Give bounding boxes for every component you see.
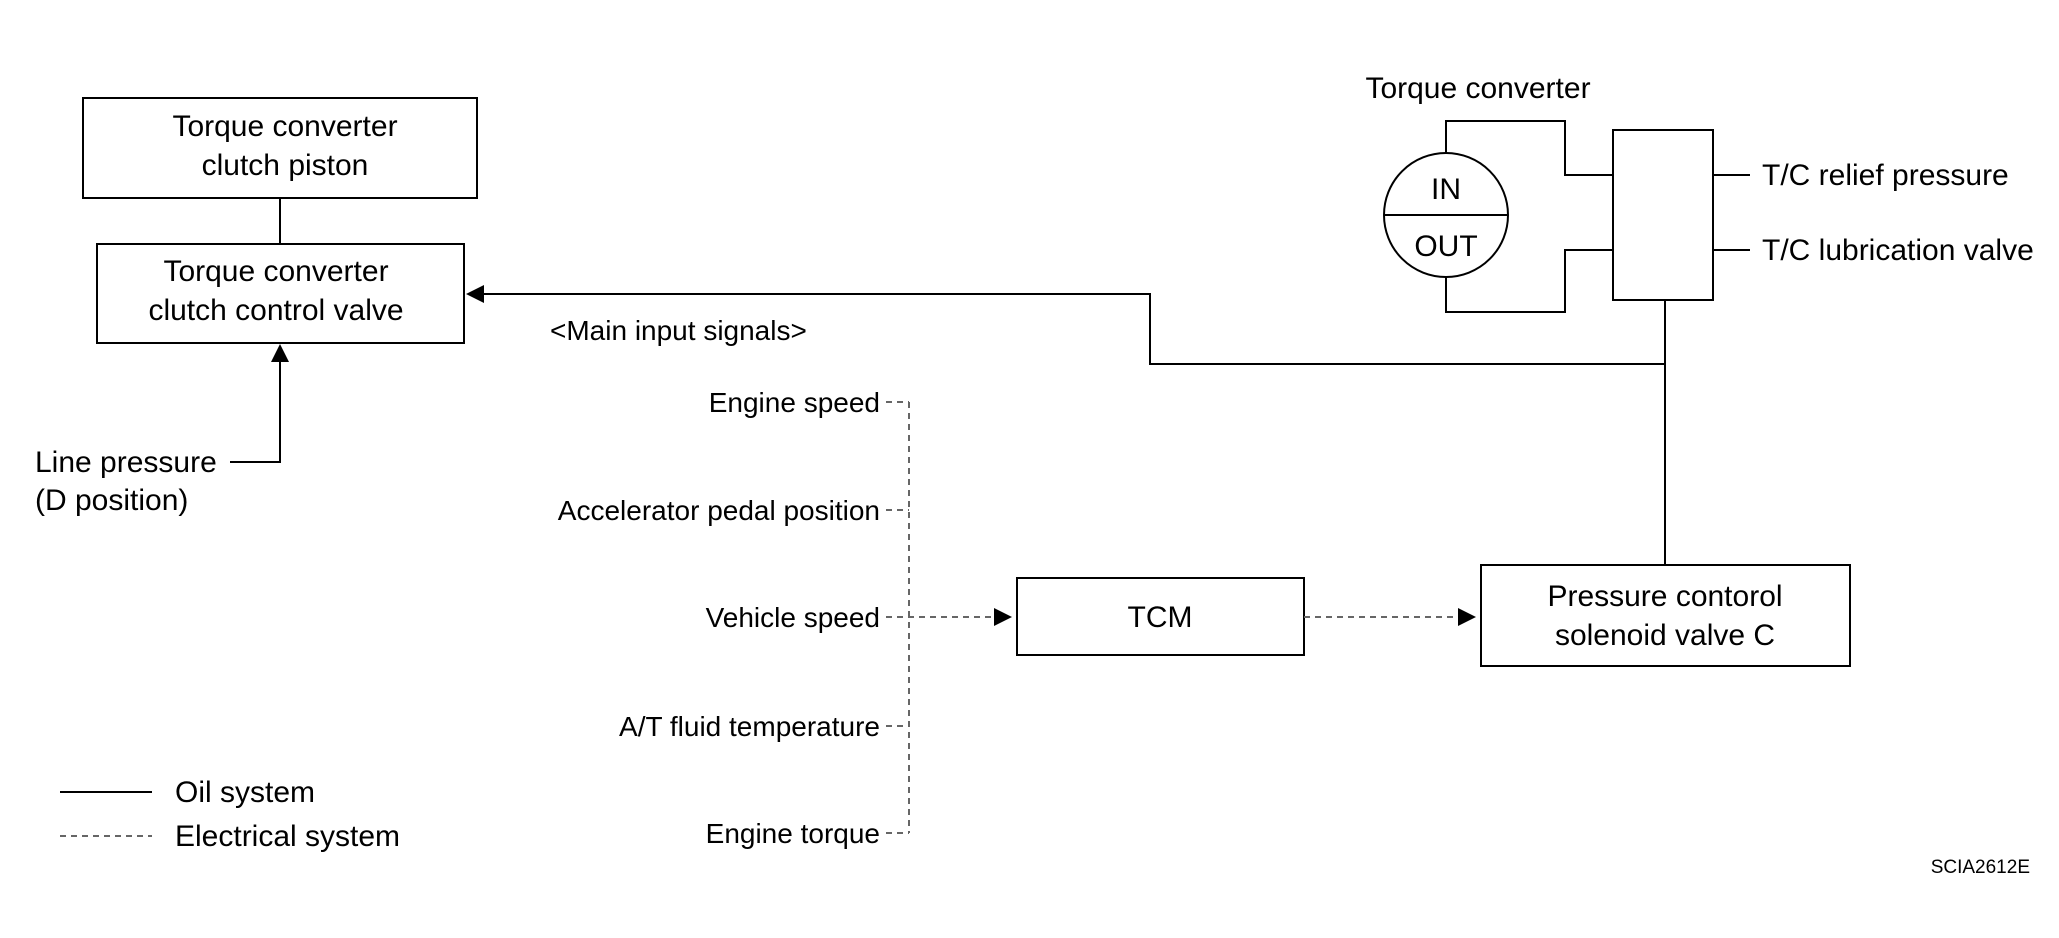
tcm-arrowhead [994, 608, 1012, 626]
tcm-label: TCM [1128, 601, 1193, 634]
clutch-control-valve-label-line-1: Torque converter [163, 255, 388, 288]
pressure-control-solenoid-box: Pressure contorol solenoid valve C [1480, 564, 1851, 667]
figure-code: SCIA2612E [1931, 857, 2030, 878]
signal-vehicle-speed: Vehicle speed [706, 602, 880, 633]
signal-engine-torque: Engine torque [706, 818, 880, 849]
tcm-box: TCM [1016, 577, 1305, 656]
clutch-piston-label-line-2: clutch piston [202, 149, 369, 182]
torque-converter-circle: IN OUT [1383, 152, 1509, 278]
signal-fluid-temperature: A/T fluid temperature [619, 711, 880, 742]
line-pressure-label: Line pressure [35, 446, 217, 479]
converter-out-line [1445, 249, 1613, 313]
oil-line-to-control-valve [484, 293, 1666, 565]
legend-oil-label: Oil system [175, 776, 315, 809]
torque-converter-in-label: IN [1431, 173, 1461, 206]
signal-engine-speed: Engine speed [709, 387, 880, 418]
legend-electrical-label: Electrical system [175, 820, 400, 853]
torque-converter-out-label: OUT [1414, 230, 1477, 263]
pressure-solenoid-label-line-1: Pressure contorol [1547, 580, 1782, 613]
tc-relief-pressure-label: T/C relief pressure [1762, 159, 2009, 192]
clutch-control-valve-label-line-2: clutch control valve [148, 294, 403, 327]
clutch-control-valve-box: Torque converter clutch control valve [96, 243, 465, 344]
main-input-signals-heading: <Main input signals> [550, 315, 807, 346]
solenoid-arrowhead [1458, 608, 1476, 626]
tc-lubrication-valve-label: T/C lubrication valve [1762, 234, 2034, 267]
clutch-piston-label-line-1: Torque converter [172, 110, 397, 143]
line-pressure-position-label: (D position) [35, 484, 188, 517]
signal-accelerator-pedal-position: Accelerator pedal position [558, 495, 880, 526]
control-valve-arrowhead [466, 285, 484, 303]
pressure-solenoid-label-line-2: solenoid valve C [1555, 619, 1775, 652]
converter-in-line [1445, 120, 1613, 176]
legend: Oil system Electrical system [60, 776, 400, 853]
line-pressure-line [230, 362, 281, 463]
clutch-piston-box: Torque converter clutch piston [82, 97, 478, 199]
torque-converter-title: Torque converter [1365, 72, 1590, 105]
converter-valve-block [1612, 129, 1714, 301]
line-pressure-arrowhead [271, 344, 289, 362]
